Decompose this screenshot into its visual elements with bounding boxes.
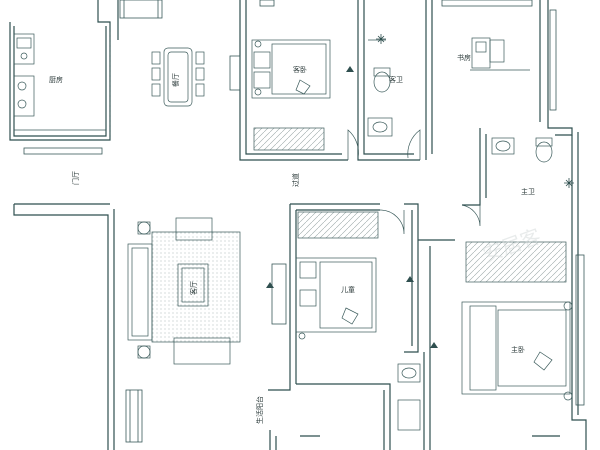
label-master-bath: 主卫 — [521, 187, 535, 196]
lamps — [376, 34, 574, 188]
label-study: 书房 — [457, 53, 471, 62]
label-dining: 餐厅 — [171, 73, 180, 87]
guest-bath-fixtures — [367, 39, 393, 137]
label-balcony: 生活阳台 — [255, 396, 264, 424]
master-bed — [397, 301, 573, 431]
study-desk — [470, 37, 530, 71]
label-living: 客厅 — [189, 281, 198, 295]
label-master-bedroom: 主卧 — [511, 345, 525, 354]
label-kitchen: 厨房 — [49, 75, 63, 84]
doors — [109, 30, 481, 235]
dining-table — [151, 47, 205, 107]
label-hall: 门厅 — [71, 171, 80, 185]
kitchen-fixtures — [13, 33, 106, 131]
label-guest-bedroom: 客卧 — [293, 65, 307, 74]
master-bath-fixtures — [465, 137, 567, 283]
kids-room-furniture — [295, 211, 379, 340]
door-arrows — [266, 66, 438, 348]
living-room-furniture — [127, 217, 241, 365]
label-kids: 儿童 — [341, 285, 355, 294]
label-guest-bath: 客卫 — [389, 75, 403, 84]
label-corridor: 过道 — [291, 173, 300, 187]
walls — [9, 0, 587, 450]
room-labels: 厨房 餐厅 客卧 客卫 书房 主卫 门厅 过道 客厅 儿童 主卧 生活阳台 — [49, 53, 535, 424]
guest-bed — [251, 39, 331, 151]
windows — [23, 0, 585, 443]
